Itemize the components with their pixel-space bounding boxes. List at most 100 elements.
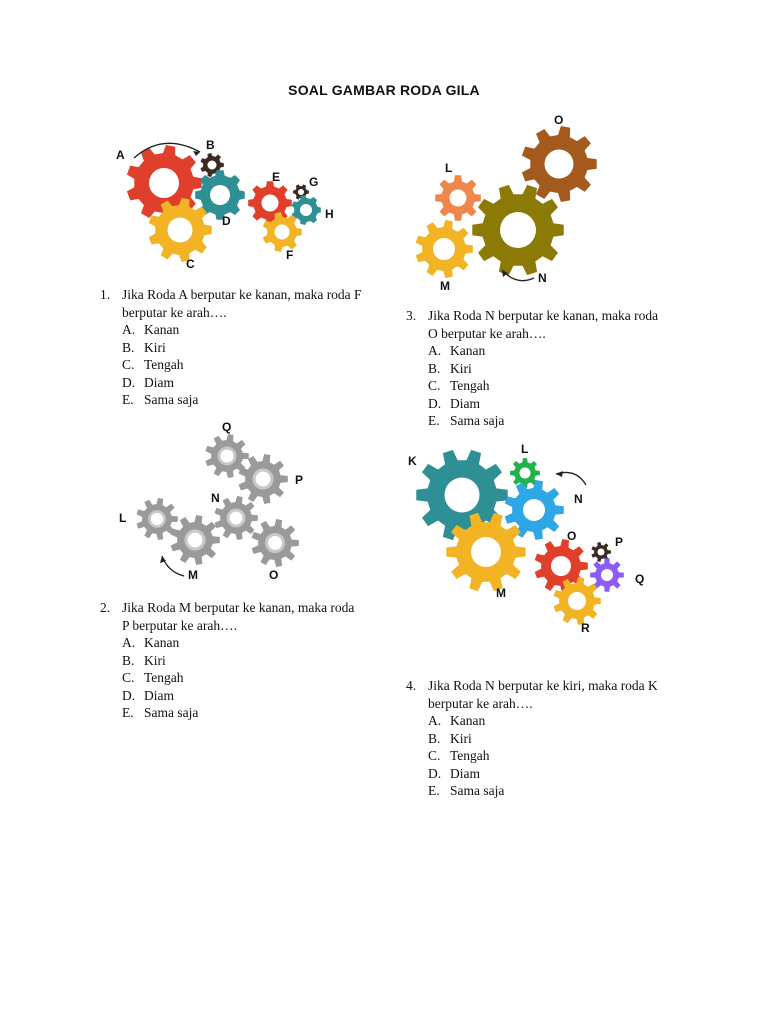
gear-hole	[210, 185, 230, 205]
question-number: 1.	[100, 287, 111, 302]
gear-p-wheel	[238, 454, 288, 504]
gear-hole	[544, 149, 574, 179]
gear-hole	[597, 548, 605, 556]
gear-d-wheel	[195, 170, 245, 220]
option-text: Kanan	[144, 635, 180, 650]
option-e[interactable]: E.Sama saja	[122, 704, 362, 722]
option-letter: C.	[122, 670, 135, 685]
question-number: 2.	[100, 600, 111, 615]
option-letter: B.	[122, 339, 135, 355]
options-list: A. Kanan B. Kiri C.Tengah D.Diam E.Sama sa…	[406, 712, 668, 800]
gear-f-wheel	[262, 212, 302, 252]
page-title: SOAL GAMBAR RODA GILA	[288, 82, 480, 98]
rotation-arrow	[133, 142, 201, 159]
question-text: Jika Roda M berputar ke kanan, maka roda…	[122, 600, 355, 633]
gear-hole	[500, 212, 536, 248]
option-text: Tengah	[144, 670, 184, 685]
option-a[interactable]: A. Kanan	[428, 342, 668, 360]
option-b[interactable]: B. Kiri	[428, 360, 668, 378]
option-d[interactable]: D.Diam	[428, 765, 668, 783]
option-letter: A.	[428, 343, 442, 358]
option-letter: D.	[122, 687, 136, 703]
option-text: Kiri	[450, 360, 472, 376]
option-d[interactable]: D.Diam	[122, 687, 362, 705]
arrow-head-icon	[502, 270, 508, 277]
option-text: Kiri	[144, 652, 166, 668]
option-d[interactable]: D.Diam	[428, 395, 668, 413]
option-a[interactable]: A. Kanan	[122, 634, 362, 652]
option-text: Diam	[450, 765, 480, 781]
gear-n-wheel	[214, 496, 258, 540]
option-b[interactable]: B. Kiri	[428, 730, 668, 748]
gear-h-wheel	[291, 195, 321, 225]
arrow-head-icon	[160, 556, 166, 563]
gear-hole	[274, 224, 290, 240]
option-a[interactable]: A.Kanan	[122, 321, 362, 339]
option-d[interactable]: D. Diam	[122, 374, 362, 392]
options-list: A. Kanan B. Kiri C.Tengah D.Diam E.Sama sa…	[406, 342, 668, 430]
question-number: 4.	[406, 678, 417, 693]
question-1: 1. Jika Roda A berputar ke kanan, maka r…	[100, 286, 362, 409]
gear-hole	[184, 529, 206, 551]
question-text: Jika Roda N berputar ke kiri, maka roda …	[428, 678, 658, 711]
option-a[interactable]: A. Kanan	[428, 712, 668, 730]
gear-hole	[471, 537, 501, 567]
option-e[interactable]: E.Sama saja	[428, 412, 668, 430]
option-c[interactable]: C. Tengah	[122, 356, 362, 374]
option-letter: D.	[428, 395, 442, 411]
option-text: Sama saja	[144, 705, 199, 720]
option-text: Tengah	[144, 357, 184, 372]
option-text: Kanan	[450, 343, 486, 358]
option-c[interactable]: C.Tengah	[428, 747, 668, 765]
gear-hole	[261, 194, 279, 212]
label-n: N	[538, 271, 547, 285]
label-l: L	[445, 161, 452, 175]
gear-l-wheel	[510, 458, 540, 488]
gear-n-wheel	[504, 480, 564, 540]
label-n: N	[574, 492, 583, 506]
option-letter: C.	[122, 357, 135, 372]
option-letter: A.	[122, 635, 136, 650]
option-letter: E.	[428, 413, 440, 428]
option-text: Sama saja	[144, 392, 199, 407]
option-text: Kiri	[144, 339, 166, 355]
option-letter: B.	[428, 360, 441, 376]
gear-r-wheel	[553, 577, 601, 625]
option-e[interactable]: E.Sama saja	[122, 391, 362, 409]
gear-p-wheel	[591, 542, 611, 562]
option-letter: C.	[428, 378, 441, 393]
label-m: M	[496, 586, 506, 600]
arrow-head-icon	[556, 471, 563, 477]
options-list: A.Kanan B. Kiri C. Tengah D. Diam E.Sama sa…	[100, 321, 362, 409]
option-letter: D.	[122, 374, 136, 390]
label-e: E	[272, 170, 280, 184]
label-n: N	[211, 491, 220, 505]
gear-hole	[523, 499, 545, 521]
option-letter: B.	[428, 730, 441, 746]
question-text: Jika Roda N berputar ke kanan, maka roda…	[428, 308, 659, 341]
label-o: O	[567, 529, 576, 543]
option-text: Kiri	[450, 730, 472, 746]
option-e[interactable]: E.Sama saja	[428, 782, 668, 800]
gear-hole	[551, 556, 571, 576]
option-text: Kanan	[450, 713, 486, 728]
label-o: O	[554, 113, 563, 127]
option-b[interactable]: B. Kiri	[122, 339, 362, 357]
option-letter: A.	[122, 322, 136, 337]
gear-l-wheel	[136, 498, 178, 540]
option-letter: C.	[428, 748, 441, 763]
gear-m-wheel	[170, 515, 220, 565]
option-text: Diam	[144, 374, 174, 390]
gear-hole	[217, 446, 237, 466]
gear-hole	[444, 477, 480, 513]
option-c[interactable]: C. Tengah	[122, 669, 362, 687]
gear-n-wheel	[472, 184, 564, 276]
figure-gears-4: K L N O P Q M R	[404, 440, 656, 638]
options-list: A. Kanan B.Kiri C. Tengah D.Diam E.Sama sa…	[100, 634, 362, 722]
option-b[interactable]: B.Kiri	[122, 652, 362, 670]
question-4: 4. Jika Roda N berputar ke kiri, maka ro…	[406, 677, 668, 800]
figure-gears-3: O L M N	[408, 108, 608, 298]
option-c[interactable]: C.Tengah	[428, 377, 668, 395]
label-p: P	[295, 473, 303, 487]
option-letter: A.	[428, 713, 442, 728]
